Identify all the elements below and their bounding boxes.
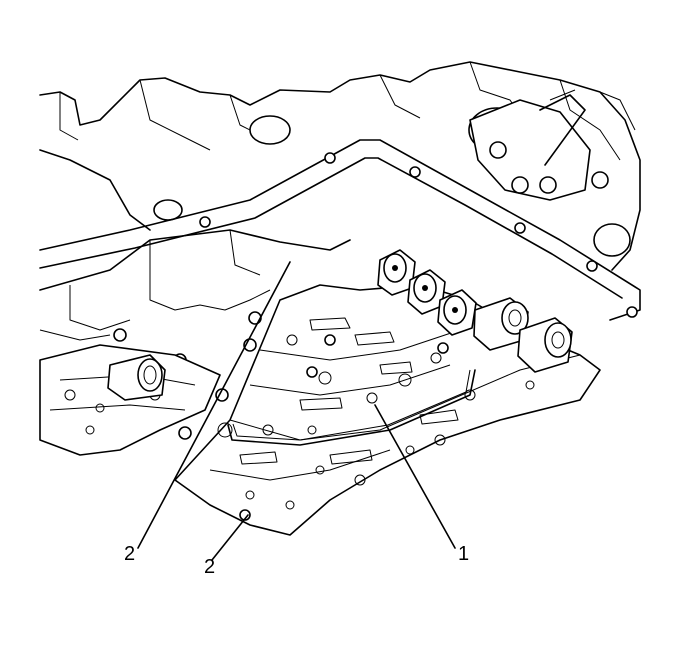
pan-flange (39, 139, 641, 321)
solenoids (377, 249, 573, 373)
callout-2b: 2 (204, 556, 215, 578)
leader-line-1 (374, 404, 456, 549)
leader-lines (137, 261, 456, 561)
leader-line-2a (137, 261, 291, 549)
bellhousing-detail (469, 89, 609, 201)
valve-body-left (39, 344, 221, 456)
case-ribs (39, 229, 351, 341)
callout-2a: 2 (124, 543, 135, 565)
leader-line-2b (211, 514, 249, 561)
callout-1: 1 (458, 543, 469, 565)
